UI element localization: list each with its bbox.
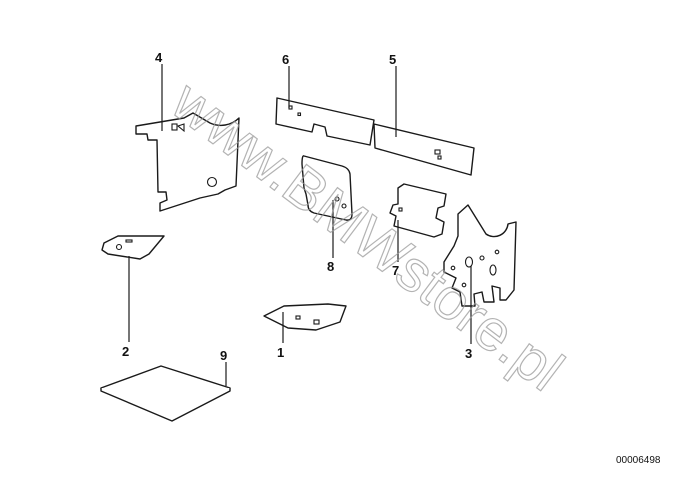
callout-8: 8: [327, 259, 334, 274]
part-3-insulation-panel[interactable]: [443, 204, 517, 307]
callout-5: 5: [389, 52, 396, 67]
callout-7: 7: [392, 263, 399, 278]
part-7-insulation-plate[interactable]: [389, 183, 447, 238]
part-5-insulation-strip[interactable]: [373, 123, 475, 176]
drawing-number: 00006498: [616, 455, 661, 466]
callout-2: 2: [122, 344, 129, 359]
part-8-insulation-plate[interactable]: [301, 155, 353, 221]
part-1-insulation-sheet[interactable]: [263, 303, 347, 331]
callout-6: 6: [282, 52, 289, 67]
callout-9: 9: [220, 348, 227, 363]
callout-1: 1: [277, 345, 284, 360]
part-2-insulation-sheet[interactable]: [101, 235, 165, 260]
part-9-insulation-mat[interactable]: [100, 365, 231, 422]
callout-3: 3: [465, 346, 472, 361]
part-4-insulation-panel[interactable]: [135, 112, 240, 212]
part-6-insulation-strip[interactable]: [275, 97, 375, 146]
callout-4: 4: [155, 50, 163, 65]
